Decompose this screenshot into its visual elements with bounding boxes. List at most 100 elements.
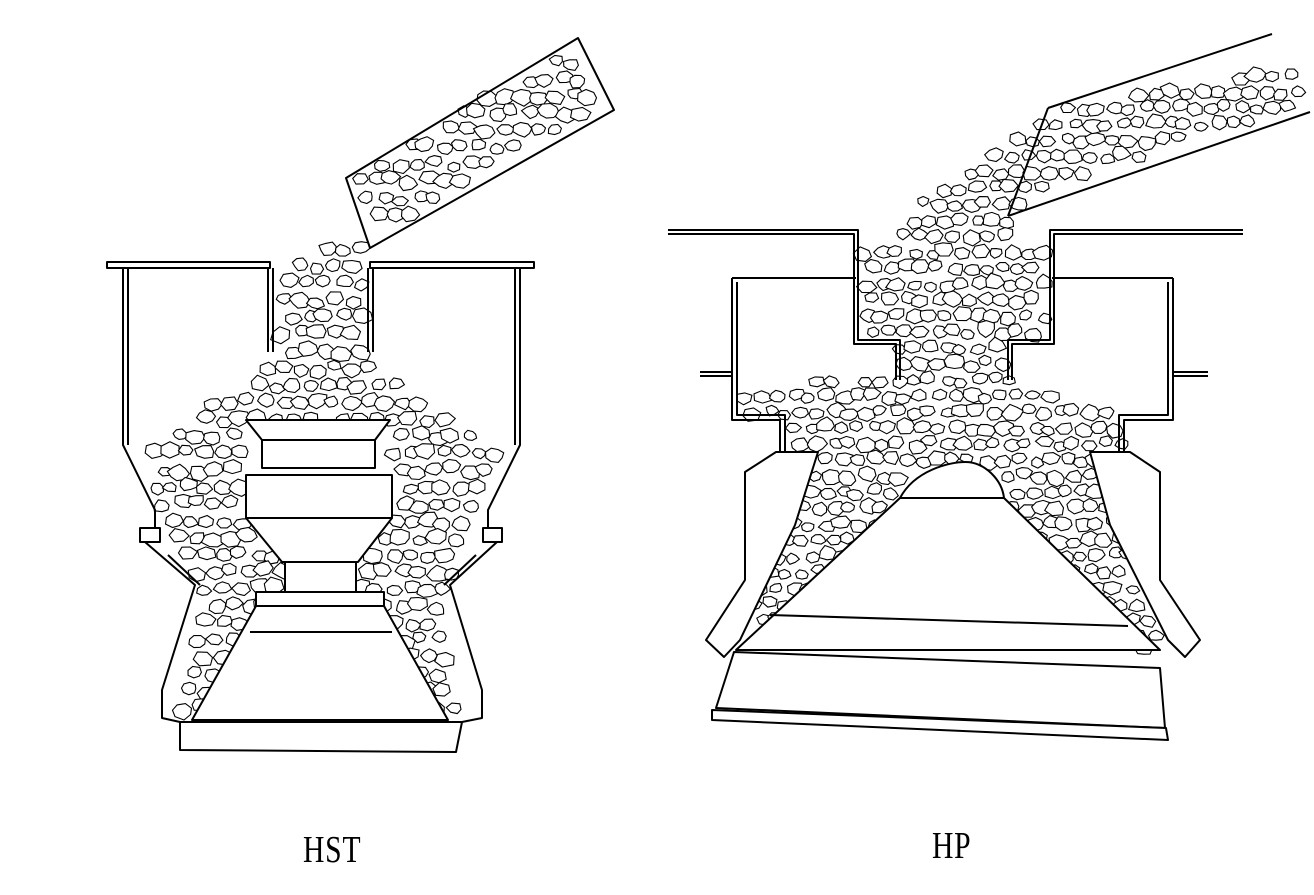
rock-particle <box>1015 467 1034 480</box>
rock-particle <box>912 420 933 434</box>
rock-particle <box>484 447 505 463</box>
rock-particle <box>977 320 995 339</box>
rock-particle <box>1097 406 1115 420</box>
rock-particle <box>225 596 244 611</box>
rock-particle <box>1174 116 1192 130</box>
rock-particle <box>850 387 867 401</box>
rock-particle <box>1039 166 1060 181</box>
rock-particle <box>1062 435 1080 451</box>
rock-particle <box>318 241 337 256</box>
rock-particle <box>972 215 985 226</box>
rock-particle <box>880 291 900 306</box>
rock-particle <box>808 408 825 420</box>
rock-particle <box>236 391 255 406</box>
rock-particle <box>393 397 411 411</box>
rock-particle <box>256 392 275 408</box>
rock-particle <box>1096 566 1112 580</box>
rock-particle <box>274 360 294 373</box>
rock-particle <box>927 259 943 272</box>
rock-particle <box>1037 312 1053 325</box>
rock-particle <box>406 596 428 612</box>
rock-particle <box>434 651 455 668</box>
rock-particle <box>1048 119 1063 131</box>
rock-particle <box>1008 294 1027 311</box>
rock-particle <box>389 528 410 546</box>
rock-particle <box>396 410 418 426</box>
rock-particle <box>1066 498 1087 515</box>
rock-particle <box>548 54 563 67</box>
rock-particle <box>910 259 930 275</box>
rock-particle <box>800 522 815 533</box>
rock-particle <box>1033 180 1050 193</box>
rock-particle <box>437 444 452 457</box>
rock-particle <box>837 435 856 449</box>
rock-particle <box>999 216 1014 230</box>
rock-particle <box>1100 153 1116 165</box>
rock-particle <box>1080 440 1098 452</box>
rock-particle <box>424 527 447 545</box>
rock-particle <box>979 265 995 276</box>
rock-particle <box>896 228 912 241</box>
rock-particle <box>1278 99 1297 113</box>
rock-particle <box>978 230 996 243</box>
rock-particle <box>1131 150 1147 163</box>
rock-particle <box>791 534 809 547</box>
rock-particle <box>432 682 451 697</box>
rock-particle <box>1084 132 1107 147</box>
rock-particle <box>252 560 274 577</box>
rock-particle <box>882 451 900 466</box>
rock-particle <box>386 584 404 596</box>
rock-particle <box>1211 114 1228 131</box>
rock-particle <box>1035 273 1053 289</box>
rock-particle <box>973 196 992 208</box>
rock-particle <box>187 495 204 507</box>
rock-particle <box>1035 149 1052 164</box>
rock-particle <box>172 428 189 440</box>
rock-particle <box>1020 261 1040 274</box>
rock-particle <box>353 278 370 292</box>
rock-particle <box>903 340 922 354</box>
rock-particle <box>1259 86 1277 101</box>
rock-particle <box>250 374 270 392</box>
rock-particle <box>784 422 803 434</box>
rock-particle <box>534 74 554 89</box>
rock-particle <box>911 294 928 309</box>
rock-particle <box>1086 516 1104 531</box>
rock-particle <box>225 427 243 440</box>
rock-particle <box>923 281 937 293</box>
rock-particle <box>998 178 1019 193</box>
hst-crusher-diagram <box>106 37 615 753</box>
rock-particle <box>171 703 193 721</box>
rock-particle <box>993 454 1012 469</box>
rock-particle <box>1028 471 1048 485</box>
rock-particle <box>289 395 310 410</box>
rock-particle <box>1193 83 1213 99</box>
rock-particle <box>919 309 938 323</box>
rock-particle <box>531 123 547 136</box>
rock-particle <box>1081 152 1098 164</box>
rock-particle <box>309 262 325 275</box>
rock-particle <box>197 514 215 529</box>
rock-particle <box>1009 488 1026 501</box>
rock-particle <box>838 408 860 421</box>
rock-particle <box>982 308 1002 325</box>
rock-particle <box>187 567 207 583</box>
rock-particle <box>373 159 391 172</box>
rock-particle <box>1040 390 1060 404</box>
hp-label: HP <box>932 825 972 867</box>
rock-particle <box>279 272 300 288</box>
rock-particle <box>1090 420 1108 434</box>
rock-particle <box>816 387 836 402</box>
rock-particle <box>424 462 444 476</box>
rock-particle <box>1127 598 1146 613</box>
rock-particle <box>988 371 1003 384</box>
rock-particle <box>805 551 821 564</box>
rock-particle <box>179 476 198 492</box>
rock-particle <box>1002 375 1016 386</box>
rock-particle <box>512 121 533 138</box>
rock-particle <box>1235 99 1251 114</box>
rock-particle <box>554 106 578 124</box>
rock-particle <box>788 388 806 402</box>
rock-particle <box>520 104 539 120</box>
rock-particle <box>216 517 233 529</box>
